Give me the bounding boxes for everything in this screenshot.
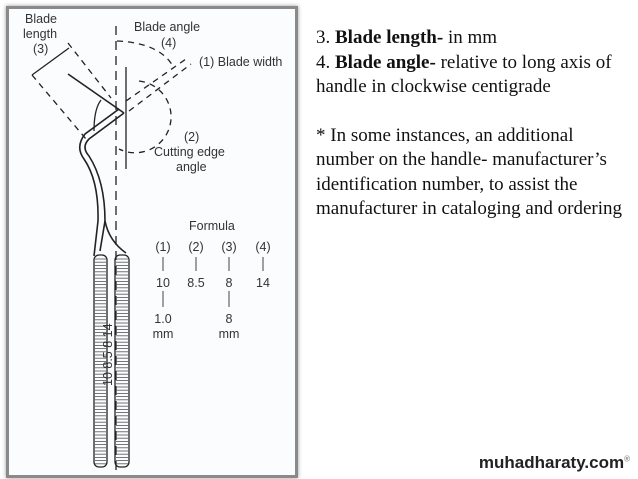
definition-list: 3. Blade length- in mm 4. Blade angle- r… bbox=[316, 26, 636, 100]
formula-title: Formula bbox=[189, 219, 235, 233]
formula-value: 8 bbox=[226, 276, 233, 290]
cutting-edge-label-2: angle bbox=[176, 160, 207, 174]
cutting-edge-arc bbox=[118, 80, 172, 154]
blade-angle-definition: relative to long axis of handle in clock… bbox=[316, 51, 612, 98]
formula-table: (1) (2) (3) (4) 10 8.5 8 14 1.0 8 mm mm bbox=[153, 240, 271, 341]
note-paragraph: * In some instances, an additional numbe… bbox=[316, 124, 622, 220]
formula-value: 14 bbox=[256, 276, 270, 290]
formula-detail: 8 bbox=[226, 312, 233, 326]
formula-value: 8.5 bbox=[187, 276, 204, 290]
formula-value: 10 bbox=[156, 276, 170, 290]
watermark-mark: ® bbox=[624, 454, 630, 464]
cutting-edge-number: (2) bbox=[184, 130, 199, 144]
blade-length-arrow bbox=[31, 47, 70, 76]
handle-marking: 10 8.5 8 14 bbox=[101, 323, 115, 386]
blade-width-label: (1) Blade width bbox=[199, 55, 282, 69]
blade-length-term: Blade length- bbox=[335, 27, 444, 48]
formula-num: (4) bbox=[255, 240, 270, 254]
formula-num: (1) bbox=[155, 240, 170, 254]
watermark: muhadharaty.com® bbox=[479, 453, 630, 473]
handle-grip bbox=[95, 258, 128, 465]
formula-num: (2) bbox=[188, 240, 203, 254]
formula-num: (3) bbox=[221, 240, 236, 254]
blade-length-label: Blade bbox=[25, 12, 57, 26]
formula-detail: 1.0 bbox=[154, 312, 171, 326]
cutting-edge-label: Cutting edge bbox=[154, 145, 225, 159]
watermark-text: muhadharaty.com bbox=[478, 453, 625, 472]
formula-unit: mm bbox=[219, 327, 240, 341]
blade-angle-number: (4) bbox=[161, 36, 176, 50]
blade-length-number: (3) bbox=[33, 42, 48, 56]
formula-unit: mm bbox=[153, 327, 174, 341]
blade-length-definition: in mm bbox=[443, 27, 498, 48]
blade-angle-label: Blade angle bbox=[134, 20, 200, 34]
instrument-drawing: 10 8.5 8 14 Blade length (3) Blade angle… bbox=[23, 12, 282, 471]
slide-text: 3. Blade length- in mm 4. Blade angle- r… bbox=[316, 26, 636, 246]
blade-angle-term: Blade angle- bbox=[335, 51, 436, 73]
instrument-diagram: 10 8.5 8 14 Blade length (3) Blade angle… bbox=[6, 6, 298, 478]
blade-angle-arc bbox=[116, 40, 175, 69]
blade-line bbox=[67, 73, 125, 114]
item-number: 3. bbox=[316, 27, 331, 48]
blade-length-label-2: length bbox=[23, 27, 57, 41]
item-number: 4. bbox=[316, 51, 331, 73]
